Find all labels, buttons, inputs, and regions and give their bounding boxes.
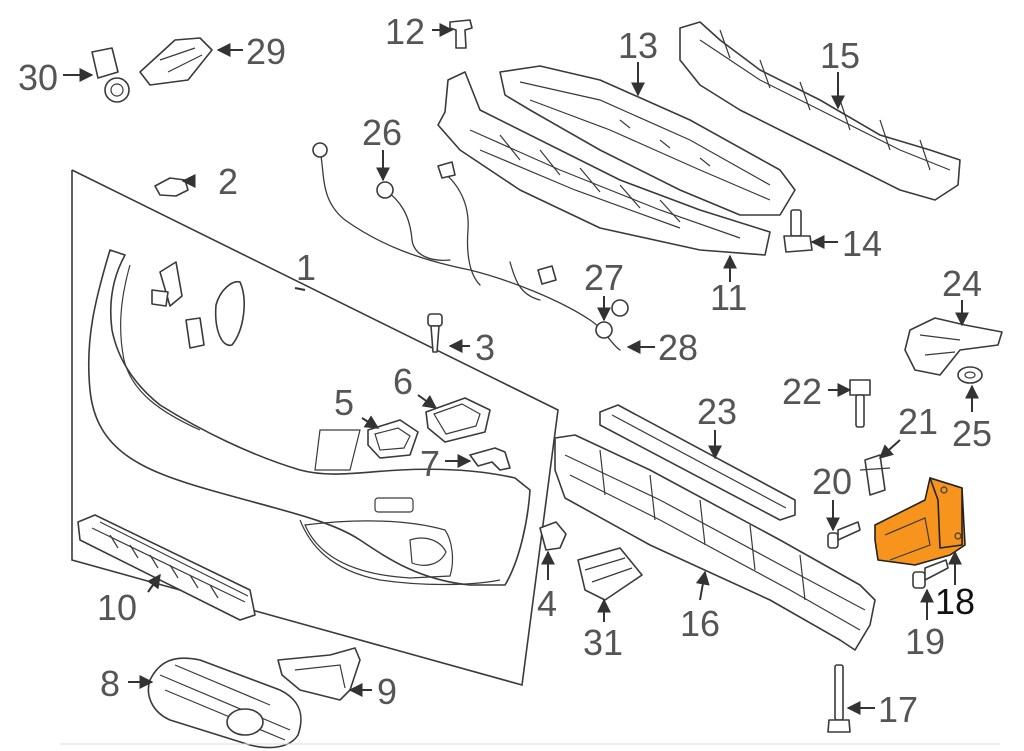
callout-6: 6 bbox=[393, 361, 413, 402]
part-clip-7 bbox=[469, 447, 511, 471]
callout-20: 20 bbox=[812, 461, 852, 502]
callout-12: 12 bbox=[385, 11, 425, 52]
leader-6 bbox=[417, 394, 438, 409]
callout-22: 22 bbox=[782, 371, 822, 412]
part-bolt-19 bbox=[912, 559, 949, 589]
leader-lines bbox=[63, 23, 979, 715]
part-underbody-shield bbox=[437, 71, 771, 256]
callout-7: 7 bbox=[420, 443, 440, 484]
callout-30: 30 bbox=[18, 57, 58, 98]
callout-14: 14 bbox=[842, 223, 882, 264]
callout-10: 10 bbox=[97, 587, 137, 628]
part-energy-absorber bbox=[679, 21, 961, 201]
callout-2: 2 bbox=[218, 161, 238, 202]
part-trim-5 bbox=[367, 419, 419, 459]
callout-21: 21 bbox=[898, 401, 938, 442]
part-trim-6 bbox=[425, 397, 491, 443]
leader-5 bbox=[361, 415, 380, 429]
callout-9: 9 bbox=[377, 671, 397, 712]
part-bolt-22 bbox=[849, 379, 871, 428]
part-clip-21 bbox=[859, 454, 891, 496]
callout-19: 19 bbox=[905, 621, 945, 662]
part-upper-shield bbox=[499, 65, 796, 216]
callout-3: 3 bbox=[475, 327, 495, 368]
part-bracket-18-highlighted bbox=[874, 477, 966, 566]
leader-21 bbox=[878, 439, 901, 459]
callout-23: 23 bbox=[697, 391, 737, 432]
callout-25: 25 bbox=[952, 413, 992, 454]
part-clip-12 bbox=[449, 19, 473, 49]
callout-8: 8 bbox=[100, 663, 120, 704]
leader-10 bbox=[147, 573, 161, 593]
part-bracket-24 bbox=[904, 317, 1003, 376]
callout-13: 13 bbox=[618, 25, 658, 66]
callout-27: 27 bbox=[584, 257, 624, 298]
part-wiring-harness bbox=[312, 142, 629, 351]
callout-26: 26 bbox=[362, 112, 402, 153]
part-fog-bracket bbox=[277, 647, 361, 701]
part-long-bolt-17 bbox=[827, 664, 851, 733]
part-module-31 bbox=[577, 547, 643, 601]
callout-11: 11 bbox=[710, 277, 747, 318]
part-impact-bar bbox=[554, 434, 876, 651]
part-lower-grille-strip bbox=[77, 514, 256, 621]
leader-16 bbox=[695, 570, 710, 601]
part-nut-25 bbox=[957, 366, 983, 384]
leader-1 bbox=[294, 287, 306, 291]
callout-31: 31 bbox=[583, 622, 623, 663]
callout-24: 24 bbox=[942, 263, 982, 304]
callout-18: 18 bbox=[935, 581, 975, 622]
callout-15: 15 bbox=[820, 35, 860, 76]
callout-28: 28 bbox=[658, 327, 698, 368]
part-sensor-29 bbox=[139, 37, 213, 86]
part-clip-4 bbox=[539, 521, 567, 551]
part-upper-bar bbox=[599, 404, 796, 521]
callout-29: 29 bbox=[246, 31, 286, 72]
callout-17: 17 bbox=[878, 689, 918, 730]
callout-4: 4 bbox=[537, 583, 557, 624]
part-bolt-2 bbox=[154, 177, 189, 197]
bumper-panel-frame bbox=[71, 169, 559, 687]
part-fog-grille bbox=[147, 657, 302, 749]
part-screw-3 bbox=[427, 313, 443, 353]
callout-16: 16 bbox=[680, 603, 720, 644]
callout-1: 1 bbox=[296, 247, 316, 288]
part-bolt-20 bbox=[827, 521, 861, 549]
part-bumper-cover bbox=[87, 249, 531, 586]
callout-labels: 1 2 3 4 5 6 7 8 9 10 11 12 13 14 15 16 1… bbox=[18, 11, 992, 730]
part-bolt-14 bbox=[783, 209, 813, 253]
callout-5: 5 bbox=[334, 382, 354, 423]
part-sensor-holder-30 bbox=[91, 47, 130, 103]
